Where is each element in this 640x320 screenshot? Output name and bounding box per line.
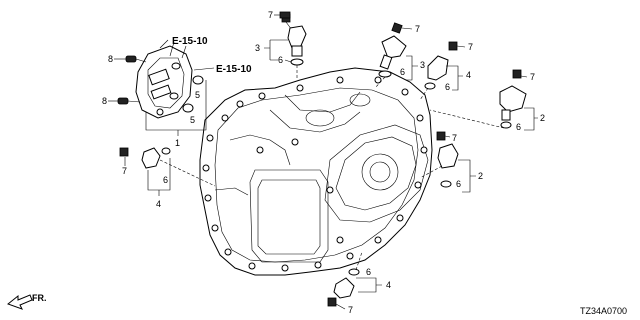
part-label-5: 5 [190,115,195,125]
front-label: FR. [32,293,47,303]
part-label-5: 5 [195,90,200,100]
oil-cooler-assembly[interactable] [135,41,193,119]
bolt-8-upper[interactable] [125,55,147,63]
part-label-6: 6 [400,67,405,77]
front-direction-indicator: FR. [6,293,47,310]
o-ring-5-lower[interactable] [182,103,194,113]
part-label-4: 4 [466,70,471,80]
sensor-assembly-right-4[interactable] [419,41,458,101]
part-label-3: 3 [420,60,425,70]
part-label-7: 7 [268,10,273,20]
part-label-7: 7 [415,24,420,34]
front-arrow-icon [6,294,33,310]
part-label-6: 6 [516,122,521,132]
part-label-6: 6 [278,55,283,65]
diagram-code: TZ34A0700 [580,306,627,316]
part-label-6: 6 [163,175,168,185]
part-label-2: 2 [478,171,483,181]
part-label-6: 6 [456,179,461,189]
part-label-3: 3 [255,43,260,53]
solenoid-assembly-top-center[interactable] [281,13,307,80]
part-label-7: 7 [122,166,127,176]
part-label-2: 2 [540,113,545,123]
reference-code[interactable]: E-15-10 [172,36,208,47]
part-label-8: 8 [108,54,113,64]
o-ring-5-upper[interactable] [192,75,204,85]
part-label-8: 8 [102,96,107,106]
reference-e-15-10-b[interactable]: E-15-10 [193,64,252,75]
part-label-6: 6 [366,267,371,277]
sensor-assembly-bottom-4[interactable] [327,251,363,307]
part-label-7: 7 [348,305,353,315]
case-bolt-bosses [202,76,428,272]
part-label-7: 7 [530,72,535,82]
part-label-4: 4 [156,199,161,209]
part-label-4: 4 [386,280,391,290]
part-label-6: 6 [445,82,450,92]
sensor-assembly-left-4[interactable] [119,147,216,187]
reference-e-15-10-a[interactable]: E-15-10 [159,36,208,49]
sensor-assembly-far-right-2[interactable] [429,69,527,129]
solenoid-assembly-upper-right[interactable] [374,22,407,89]
part-label-7: 7 [468,42,473,52]
bolt-8-lower[interactable] [117,97,141,105]
part-label-7: 7 [452,133,457,143]
part-label-1: 1 [175,138,180,148]
reference-code[interactable]: E-15-10 [216,64,252,75]
transmission-case [199,67,433,276]
bolt-7-top-center[interactable] [279,11,291,19]
